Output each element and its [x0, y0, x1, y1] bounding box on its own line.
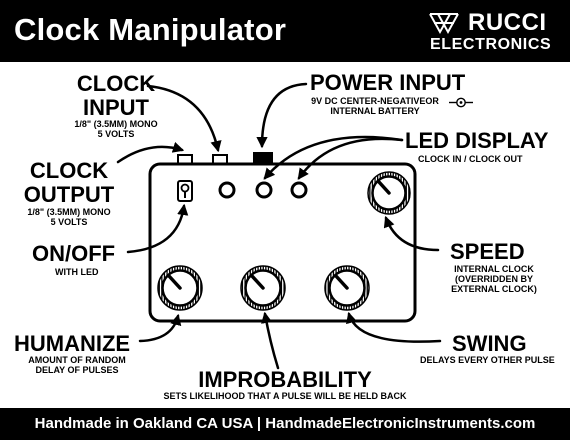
- center-negative-polarity-icon: [449, 97, 473, 108]
- clock-out-led: [290, 181, 308, 199]
- power-led: [218, 181, 236, 199]
- improbability-spec: SETS LIKELIHOOD THAT A PULSE WILL BE HEL…: [163, 391, 407, 401]
- power-jack: [253, 152, 273, 165]
- swing-arrow: [346, 311, 442, 343]
- speed-spec: INTERNAL CLOCK (OVERRIDDEN BY EXTERNAL C…: [451, 264, 537, 294]
- footer-bar: Handmade in Oakland CA USA | HandmadeEle…: [0, 408, 570, 440]
- clock-input-title: CLOCK INPUT: [76, 71, 156, 120]
- humanize-arrow: [138, 313, 182, 343]
- led-display-title: LED DISPLAY: [405, 128, 549, 153]
- power-toggle-switch: [177, 180, 193, 202]
- led-display-arrow-in: [263, 135, 404, 180]
- on-off-arrow: [126, 203, 189, 254]
- improbability-title: IMPROBABILITY: [198, 367, 372, 392]
- clock-output-arrow: [116, 141, 185, 164]
- speed-knob: [367, 171, 411, 215]
- clock-in-led: [255, 181, 273, 199]
- power-input-arrow: [256, 82, 308, 149]
- clock-output-title: CLOCK OUTPUT: [23, 158, 115, 207]
- brand-emblem-icon: [429, 13, 459, 35]
- speed-title: SPEED: [450, 239, 525, 264]
- swing-title: SWING: [452, 331, 527, 356]
- brand-logo: RUCCI ELECTRONICS: [428, 10, 560, 54]
- footer-text: Handmade in Oakland CA USA | HandmadeEle…: [34, 415, 536, 432]
- swing-spec: DELAYS EVERY OTHER PULSE: [420, 355, 555, 365]
- on-off-spec: WITH LED: [55, 267, 99, 277]
- clock-input-arrow: [146, 84, 222, 153]
- brand-subtitle: ELECTRONICS: [430, 36, 552, 53]
- humanize-spec: AMOUNT OF RANDOM DELAY OF PULSES: [28, 355, 126, 375]
- swing-knob: [324, 265, 370, 311]
- page-title: Clock Manipulator: [14, 12, 287, 47]
- power-input-spec: 9V DC CENTER-NEGATIVEOR INTERNAL BATTERY: [311, 96, 439, 116]
- header-bar: Clock Manipulator RUCCI ELECTRONICS: [0, 0, 570, 62]
- humanize-knob: [157, 265, 203, 311]
- improbability-arrow: [261, 311, 280, 370]
- on-off-title: ON/OFF: [32, 241, 116, 266]
- improbability-knob: [240, 265, 286, 311]
- led-display-spec: CLOCK IN / CLOCK OUT: [418, 154, 523, 164]
- humanize-title: HUMANIZE: [14, 331, 131, 356]
- led-indicators: [218, 181, 308, 199]
- speed-arrow: [383, 215, 440, 252]
- clock-output-spec: 1/8" (3.5MM) MONO 5 VOLTS: [27, 207, 111, 227]
- brand-name: RUCCI: [468, 9, 547, 36]
- power-input-title: POWER INPUT: [310, 70, 466, 95]
- clock-input-spec: 1/8" (3.5MM) MONO 5 VOLTS: [74, 119, 158, 139]
